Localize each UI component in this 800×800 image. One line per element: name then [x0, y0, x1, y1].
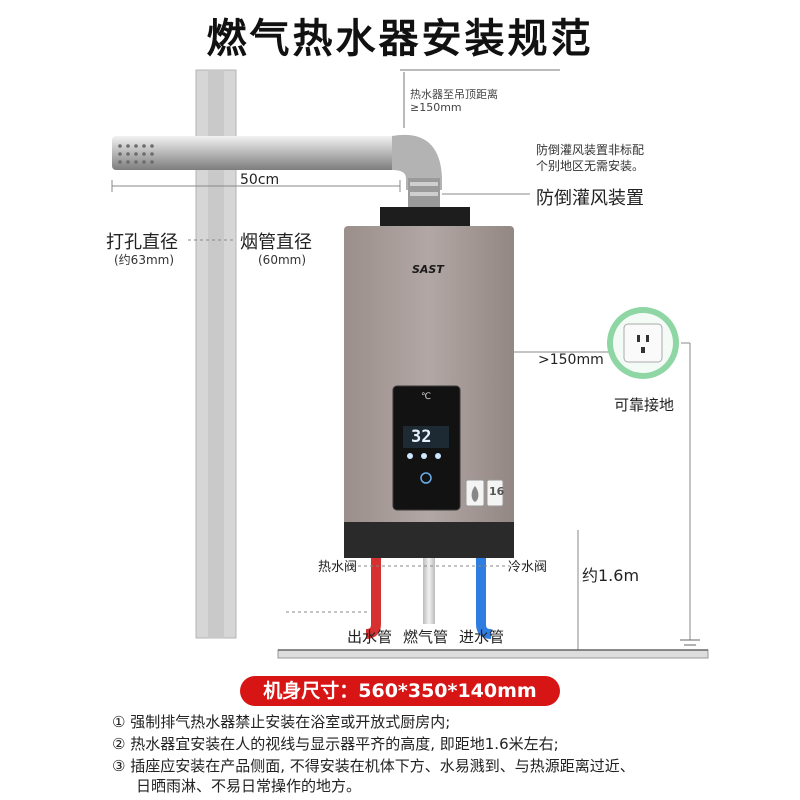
gas-pipe-label: 燃气管	[403, 628, 449, 646]
height-label: 约1.6m	[582, 566, 640, 585]
top-clearance-value: ≥150mm	[410, 101, 462, 114]
hole-diameter-value: (约63mm)	[114, 253, 175, 267]
backdraft-label: 防倒灌风装置	[536, 188, 644, 209]
socket-label: 可靠接地	[614, 396, 675, 414]
note-2: ② 热水器宜安装在人的视线与显示器平齐的高度, 即距地1.6米左右;	[112, 735, 559, 753]
flue-vent-holes	[118, 144, 154, 164]
floor	[277, 649, 709, 659]
inlet-pipe-label: 进水管	[459, 628, 505, 646]
flue-diameter-value: (60mm)	[258, 253, 307, 267]
cold-water-pipe	[476, 558, 486, 624]
hot-water-pipe	[371, 558, 381, 624]
backdraft-note-line2: 个别地区无需安装。	[536, 159, 645, 173]
hole-channel	[208, 70, 224, 638]
heater-body	[344, 226, 514, 526]
note-1: ① 强制排气热水器禁止安装在浴室或开放式厨房内;	[112, 713, 451, 731]
gas-pipe	[423, 558, 435, 624]
size-badge: 机身尺寸：560*350*140mm	[240, 676, 560, 706]
flue-diameter-label: 烟管直径	[240, 232, 312, 253]
side-clearance-label: >150mm	[538, 352, 604, 368]
top-bracket	[380, 207, 470, 227]
top-clearance-label: 热水器至吊顶距离	[410, 88, 498, 101]
flue-elbow	[392, 134, 442, 190]
display-unit: ℃	[421, 392, 432, 402]
page-title: 燃气热水器安装规范	[206, 16, 594, 62]
brand-logo: SAST	[412, 263, 444, 276]
hole-diameter-label: 打孔直径	[106, 232, 178, 253]
capacity-number: 16	[489, 485, 505, 498]
backdraft-note-line1: 防倒灌风装置非标配	[536, 143, 645, 157]
note-3: ③ 插座应安装在产品侧面, 不得安装在机体下方、水易溅到、与热源距离过近、	[112, 757, 635, 775]
cold-valve-label: 冷水阀	[508, 560, 548, 575]
display-temperature: 32	[411, 427, 432, 447]
pipe-length-label: 50cm	[240, 172, 280, 188]
capacity-badge-icon	[486, 479, 504, 507]
hot-valve-label: 热水阀	[318, 560, 358, 575]
outlet-pipe-label: 出水管	[347, 628, 393, 646]
note-3-continued: 日晒雨淋、不易日常操作的地方。	[136, 777, 362, 795]
socket	[623, 323, 663, 363]
flue-pipe	[112, 136, 418, 170]
heater-base	[344, 522, 514, 558]
